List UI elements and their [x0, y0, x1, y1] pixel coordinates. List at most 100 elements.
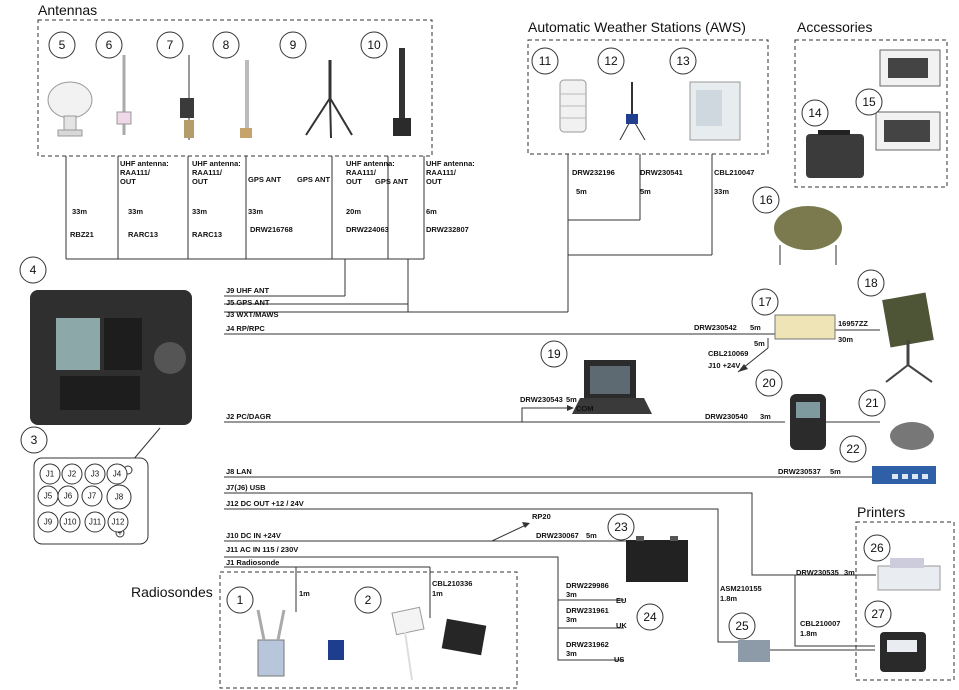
svg-text:+: +: [118, 529, 123, 538]
svg-text:RARC13: RARC13: [192, 230, 222, 239]
svg-text:DRW232196: DRW232196: [572, 168, 615, 177]
device-25-psu: [738, 640, 770, 662]
printers-group-box: [855, 521, 955, 681]
aws-12-tripod: [619, 82, 646, 141]
svg-text:RP20: RP20: [532, 512, 551, 521]
svg-text:J10 +24V: J10 +24V: [708, 361, 740, 370]
svg-text:1m: 1m: [432, 589, 443, 598]
svg-text:33m: 33m: [714, 187, 729, 196]
svg-text:5m: 5m: [586, 531, 597, 540]
jack-j1: J1: [46, 470, 55, 479]
port-wiring: [110, 329, 880, 661]
svg-text:COM: COM: [576, 404, 594, 413]
svg-text:5m: 5m: [566, 395, 577, 404]
accessory-14-case: [806, 130, 864, 178]
svg-text:J8 LAN: J8 LAN: [226, 467, 252, 476]
marker-27: 27: [871, 607, 885, 621]
svg-text:GPS ANT: GPS ANT: [248, 175, 281, 184]
svg-text:DRW230542: DRW230542: [694, 323, 737, 332]
svg-text:J11 AC IN 115 / 230V: J11 AC IN 115 / 230V: [226, 545, 298, 554]
marker-12: 12: [604, 54, 618, 68]
radiosondes-title: Radiosondes: [131, 584, 213, 600]
marker-26: 26: [870, 541, 884, 555]
marker-2: 2: [365, 593, 372, 607]
jack-j11: J11: [89, 518, 102, 527]
svg-text:DRW230543: DRW230543: [520, 395, 563, 404]
svg-text:5m: 5m: [830, 467, 841, 476]
sounding-processing-unit: [30, 290, 192, 425]
antenna-labels: UHF antenna: RAA111/ OUT UHF antenna: RA…: [120, 159, 475, 186]
svg-text:5m: 5m: [754, 339, 765, 348]
device-18-antenna: [882, 292, 934, 383]
marker-20: 20: [762, 376, 776, 390]
svg-text:5m: 5m: [640, 187, 651, 196]
svg-text:DRW230541: DRW230541: [640, 168, 683, 177]
svg-text:DRW231962: DRW231962: [566, 640, 609, 649]
antenna-7-uhf: [180, 55, 194, 140]
svg-text:J10 DC IN +24V: J10 DC IN +24V: [226, 531, 281, 540]
svg-text:1.8m: 1.8m: [800, 629, 817, 638]
svg-text:DRW224063: DRW224063: [346, 225, 389, 234]
svg-text:J3 WXT/MAWS: J3 WXT/MAWS: [226, 310, 279, 319]
svg-text:CBL210047: CBL210047: [714, 168, 754, 177]
svg-text:UHF antenna:: UHF antenna:: [192, 159, 241, 168]
svg-text:UHF antenna:: UHF antenna:: [346, 159, 395, 168]
svg-text:5m: 5m: [750, 323, 761, 332]
radiosonde-2: [391, 606, 487, 681]
marker-18: 18: [864, 276, 878, 290]
device-23-battery: [626, 536, 688, 582]
jack-j10: J10: [64, 518, 77, 527]
svg-text:RARC13: RARC13: [128, 230, 158, 239]
svg-text:EU: EU: [616, 596, 626, 605]
marker-17: 17: [758, 295, 772, 309]
marker-15: 15: [862, 95, 876, 109]
svg-text:RAA111/: RAA111/: [346, 168, 377, 177]
aws-11-shield: [559, 79, 587, 133]
marker-4: 4: [30, 263, 37, 277]
marker-24: 24: [643, 610, 657, 624]
aws-13-cabinet: [689, 81, 741, 141]
svg-text:RAA111/: RAA111/: [120, 168, 151, 177]
svg-text:OUT: OUT: [426, 177, 442, 186]
svg-text:CBL210336: CBL210336: [432, 579, 472, 588]
jack-j5: J5: [44, 492, 53, 501]
marker-3: 3: [31, 433, 38, 447]
accessories-group-box: [794, 39, 948, 188]
svg-text:J4 RP/RPC: J4 RP/RPC: [226, 324, 265, 333]
svg-text:6m: 6m: [426, 207, 437, 216]
marker-1: 1: [237, 593, 244, 607]
svg-text:DRW216768: DRW216768: [250, 225, 293, 234]
svg-text:3m: 3m: [566, 649, 577, 658]
marker-11: 11: [539, 54, 552, 68]
svg-text:RAA111/: RAA111/: [426, 168, 457, 177]
svg-text:33m: 33m: [192, 207, 207, 216]
svg-text:J9 UHF ANT: J9 UHF ANT: [226, 286, 269, 295]
svg-text:OUT: OUT: [120, 177, 136, 186]
svg-text:OUT: OUT: [192, 177, 208, 186]
aws-group-box: [527, 39, 769, 155]
port-labels: J9 UHF ANT J5 GPS ANT J3 WXT/MAWS J4 RP/…: [226, 286, 304, 567]
antenna-9-tripod: [305, 60, 353, 139]
jack-j9: J9: [44, 518, 53, 527]
svg-text:DRW230067: DRW230067: [536, 531, 579, 540]
jack-j8: J8: [115, 493, 124, 502]
svg-text:UK: UK: [616, 621, 627, 630]
svg-text:3m: 3m: [844, 568, 855, 577]
jack-j12: J12: [112, 518, 125, 527]
svg-text:1.8m: 1.8m: [720, 594, 737, 603]
jack-j6: J6: [64, 492, 73, 501]
device-27-printer: [880, 632, 926, 672]
svg-text:J1 Radiosonde: J1 Radiosonde: [226, 558, 279, 567]
svg-text:RAA111/: RAA111/: [192, 168, 223, 177]
marker-23: 23: [614, 520, 628, 534]
svg-text:DRW229986: DRW229986: [566, 581, 609, 590]
device-19-laptop: [572, 360, 652, 414]
antenna-5-dome: [47, 81, 93, 137]
jack-j2: J2: [68, 470, 77, 479]
svg-text:GPS ANT: GPS ANT: [375, 177, 408, 186]
device-22-switch: [872, 466, 936, 484]
marker-6: 6: [106, 38, 113, 52]
printers-title: Printers: [857, 504, 905, 520]
svg-text:US: US: [614, 655, 624, 664]
